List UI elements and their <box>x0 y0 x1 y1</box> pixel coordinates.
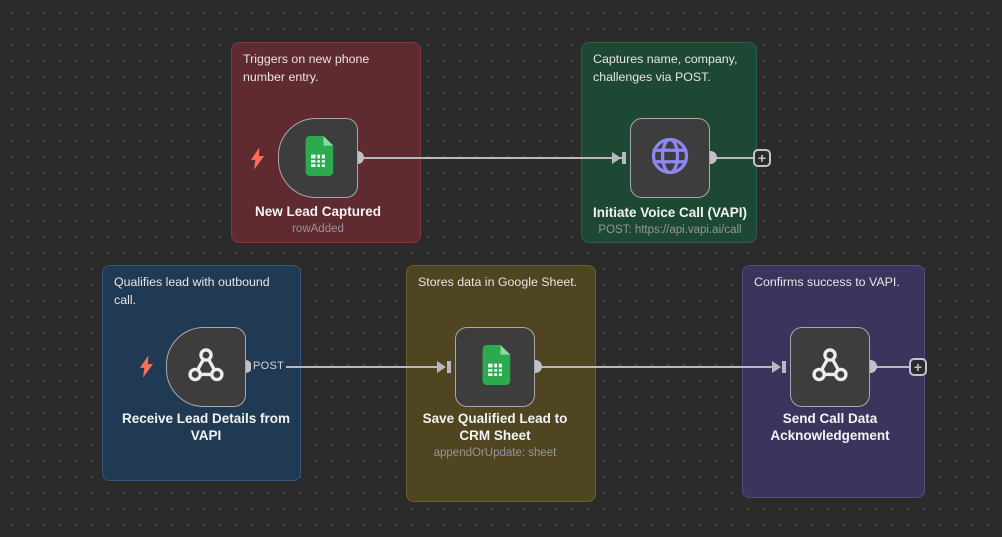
webhook-icon <box>809 344 851 391</box>
trigger-lightning-icon <box>251 147 264 175</box>
connection-line[interactable] <box>711 157 753 159</box>
group-description: Qualifies lead with outbound call. <box>114 275 270 307</box>
node-subtitle: rowAdded <box>292 223 344 235</box>
node-title: Receive Lead Details from VAPI <box>121 411 291 443</box>
input-port[interactable] <box>437 361 451 373</box>
input-port[interactable] <box>772 361 786 373</box>
connection-line[interactable] <box>358 157 624 159</box>
node-title: Initiate Voice Call (VAPI) <box>592 205 748 220</box>
add-node-button[interactable]: + <box>753 149 771 167</box>
node-title: New Lead Captured <box>254 204 382 219</box>
google-sheets-icon <box>479 344 511 390</box>
google-sheets-icon <box>302 135 334 181</box>
plus-icon: + <box>913 359 923 375</box>
group-description: Stores data in Google Sheet. <box>418 275 578 289</box>
port-bar-icon <box>622 152 626 164</box>
globe-icon <box>647 133 693 184</box>
node-save-qualified-lead[interactable] <box>455 327 535 407</box>
connection-line[interactable] <box>536 366 779 368</box>
group-description: Triggers on new phone number entry. <box>243 52 370 84</box>
trigger-lightning-icon <box>140 355 153 383</box>
port-bar-icon <box>447 361 451 373</box>
arrowhead-icon <box>772 361 781 373</box>
node-title: Send Call Data Acknowledgement <box>770 411 890 443</box>
add-node-button[interactable]: + <box>909 358 927 376</box>
arrowhead-icon <box>437 361 446 373</box>
group-description: Confirms success to VAPI. <box>754 275 900 289</box>
connection-output-label: POST <box>251 360 287 373</box>
group-description: Captures name, company, challenges via P… <box>593 52 738 84</box>
arrowhead-icon <box>612 152 621 164</box>
input-port[interactable] <box>612 152 626 164</box>
connection-line[interactable] <box>246 366 444 368</box>
node-subtitle: POST: https://api.vapi.ai/call <box>598 224 742 236</box>
plus-icon: + <box>757 150 767 166</box>
webhook-icon <box>185 344 227 391</box>
port-bar-icon <box>782 361 786 373</box>
node-title: Save Qualified Lead to CRM Sheet <box>422 411 568 443</box>
node-send-acknowledgement[interactable] <box>790 327 870 407</box>
group-new-lead[interactable]: Triggers on new phone number entry. <box>231 42 421 243</box>
node-new-lead-captured[interactable] <box>278 118 358 198</box>
node-receive-lead-details[interactable] <box>166 327 246 407</box>
node-initiate-voice-call[interactable] <box>630 118 710 198</box>
node-subtitle: appendOrUpdate: sheet <box>433 447 557 459</box>
connection-line[interactable] <box>871 366 909 368</box>
